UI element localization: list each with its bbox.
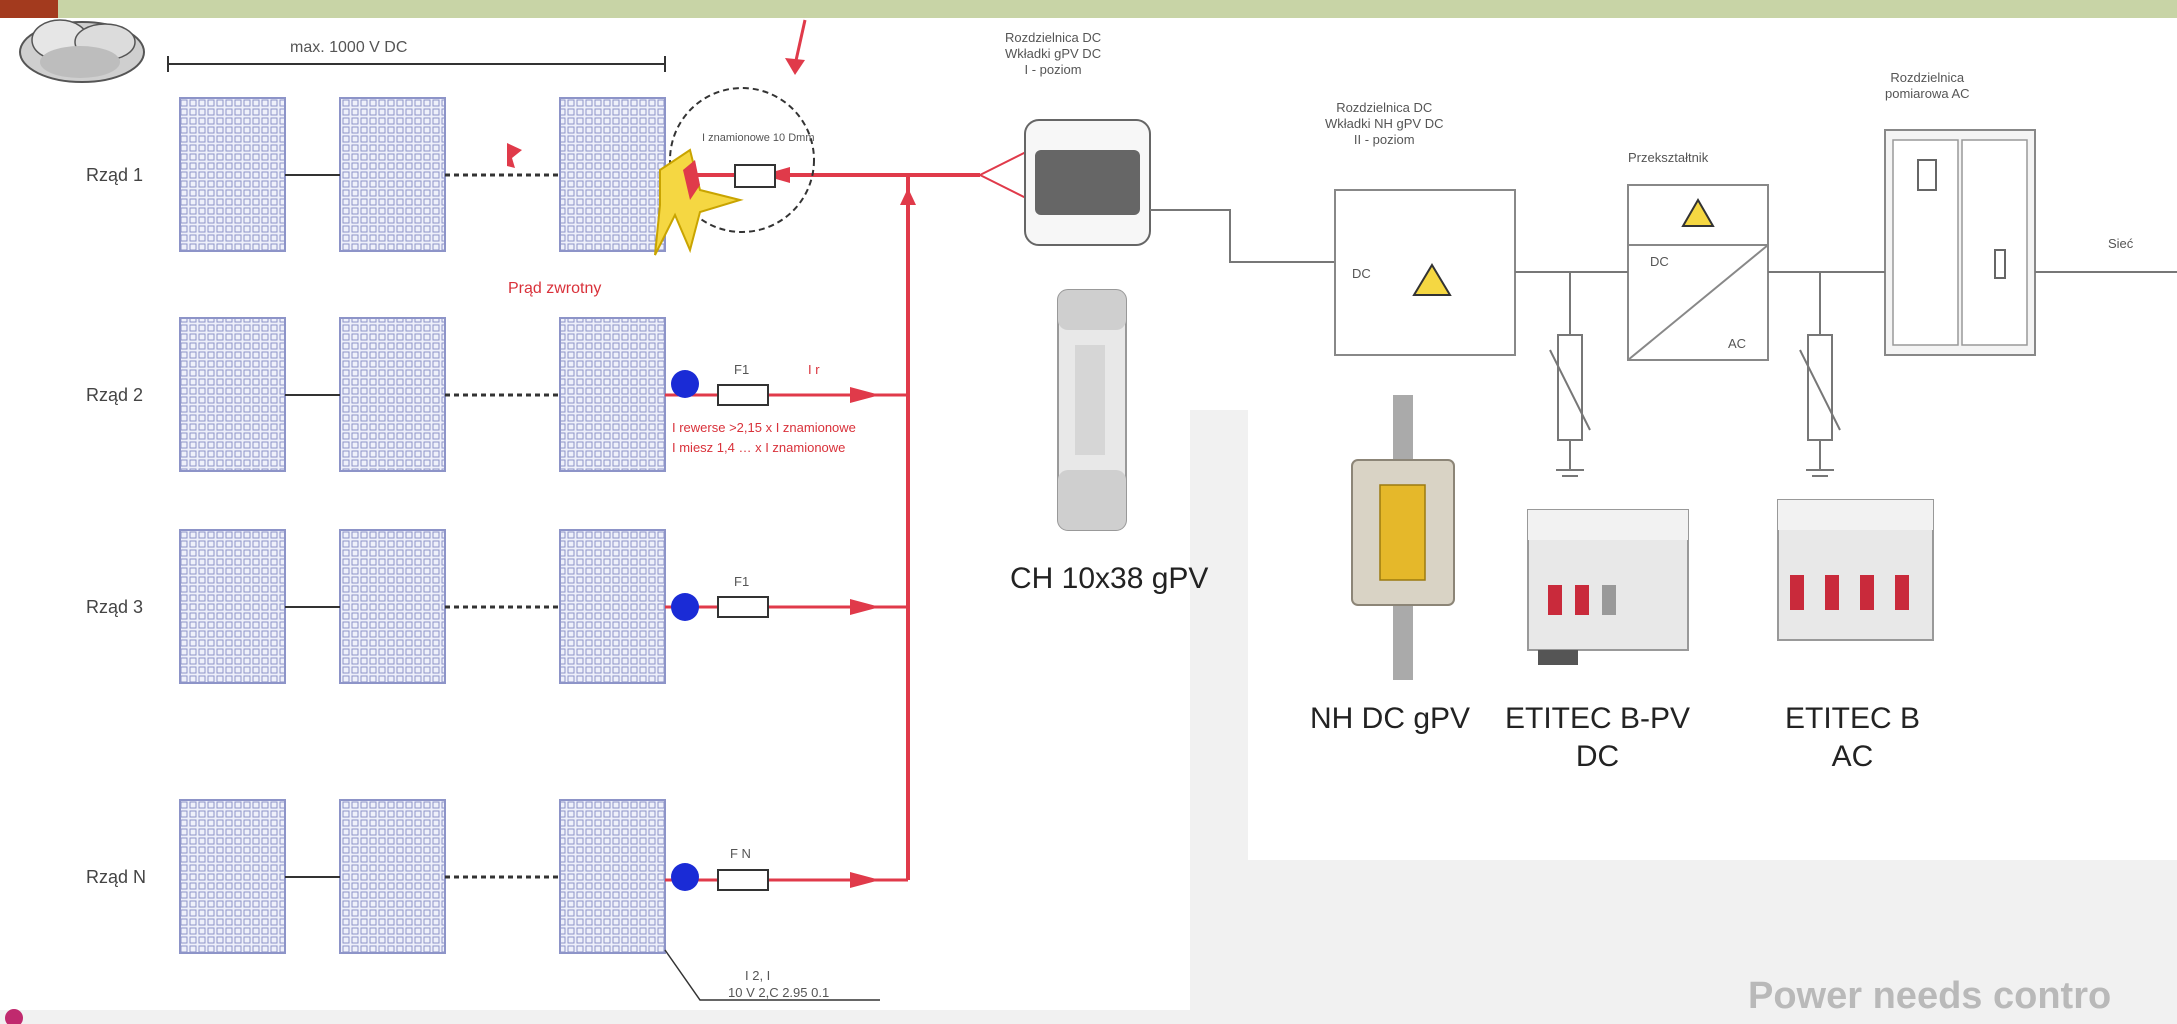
panel-row-2 <box>179 317 666 472</box>
solar-panel <box>179 317 286 472</box>
solar-panel <box>179 799 286 954</box>
etitec-b-ac-image <box>1777 499 1934 641</box>
dc-box-2-label: Rozdzielnica DC Wkładki NH gPV DC II - p… <box>1325 100 1444 147</box>
solar-panel <box>179 97 286 252</box>
warning-icon <box>1681 197 1715 227</box>
fault-detail-circle <box>654 87 815 256</box>
explosion-icon <box>654 148 744 256</box>
row2-note-line2: I miesz 1,4 … x I znamionowe <box>672 440 846 455</box>
inverter-ac-label: AC <box>1728 336 1747 351</box>
connection-dot <box>671 863 699 891</box>
solar-panel <box>339 529 446 684</box>
product-nh-fuse-label: NH DC gPV <box>1310 702 1471 735</box>
inverter-box <box>1627 184 1769 361</box>
top-banner <box>0 0 2177 18</box>
row-label-2: Rząd 2 <box>86 385 144 405</box>
product-ch-fuse-label: CH 10x38 gPV <box>1010 562 1209 595</box>
voltage-label: max. 1000 V DC <box>290 39 408 56</box>
etitec-b-pv-dc-image <box>1527 509 1689 665</box>
voltage-dimension-line <box>167 56 666 72</box>
solar-panel <box>179 529 286 684</box>
row-label-n: Rząd N <box>86 867 147 887</box>
row-label-3: Rząd 3 <box>86 597 144 617</box>
solar-panel <box>339 799 446 954</box>
warning-icon <box>1412 263 1452 296</box>
fuse-icon <box>717 384 769 406</box>
row2-note-line1: I rewerse >2,15 x I znamionowe <box>672 420 856 435</box>
product-etitec-ac-label: ETITEC B AC <box>1785 702 1921 773</box>
inverter-dc-label: DC <box>1650 254 1669 269</box>
inverter-label: Przekształtnik <box>1628 150 1709 165</box>
cloud-icon <box>19 19 145 83</box>
fuse-icon <box>734 164 776 188</box>
panel-row-n <box>179 799 666 954</box>
dc-box-1-label: Rozdzielnica DC Wkładki gPV DC I - pozio… <box>1005 30 1102 77</box>
row-label-1: Rząd 1 <box>86 165 144 185</box>
connection-dot <box>671 370 699 398</box>
watermark-text: Power needs contro <box>1748 975 2112 1017</box>
solar-panel <box>339 97 446 252</box>
string-fuses <box>671 370 769 891</box>
solar-panel <box>559 317 666 472</box>
dc-distribution-box-1 <box>979 119 1151 246</box>
dc-distribution-box-2 <box>1334 189 1516 356</box>
solar-panel <box>339 317 446 472</box>
ac-distribution-box <box>1884 129 2036 356</box>
string-label-2: 10 V 2,C 2.95 0.1 <box>728 985 830 1000</box>
surge-arrester-ac <box>1799 272 1841 477</box>
panel-row-3 <box>179 529 666 684</box>
fuse-label-rown: F N <box>730 846 751 861</box>
solar-panel <box>559 97 666 252</box>
detail-label: I znamionowe 10 Dmm <box>702 132 815 144</box>
connection-dot <box>671 593 699 621</box>
surge-arrester-dc <box>1549 272 1591 477</box>
panel-row-1 <box>179 97 666 252</box>
solar-panel <box>559 529 666 684</box>
bullet-icon <box>5 1009 23 1024</box>
bottom-strip <box>0 1010 1190 1024</box>
fuse-label-row3: F1 <box>734 574 750 589</box>
fuse-icon <box>717 596 769 618</box>
row2-current-label: I r <box>808 362 820 377</box>
dc-box-2-dc-label: DC <box>1352 266 1371 281</box>
product-etitec-dc-label: ETITEC B-PV DC <box>1505 702 1691 773</box>
ac-box-label: Rozdzielnica pomiarowa AC <box>1885 70 1970 101</box>
grid-label: Sieć <box>2108 236 2134 251</box>
slide-accent-tab <box>0 0 58 18</box>
ch-fuse-image <box>1057 289 1127 531</box>
fuse-icon <box>717 869 769 891</box>
solar-panel <box>559 799 666 954</box>
nh-fuse-image <box>1351 395 1455 680</box>
string-label-1: I 2, I <box>745 968 771 983</box>
fuse-label-row2: F1 <box>734 362 750 377</box>
reverse-current-label: Prąd zwrotny <box>508 280 602 297</box>
